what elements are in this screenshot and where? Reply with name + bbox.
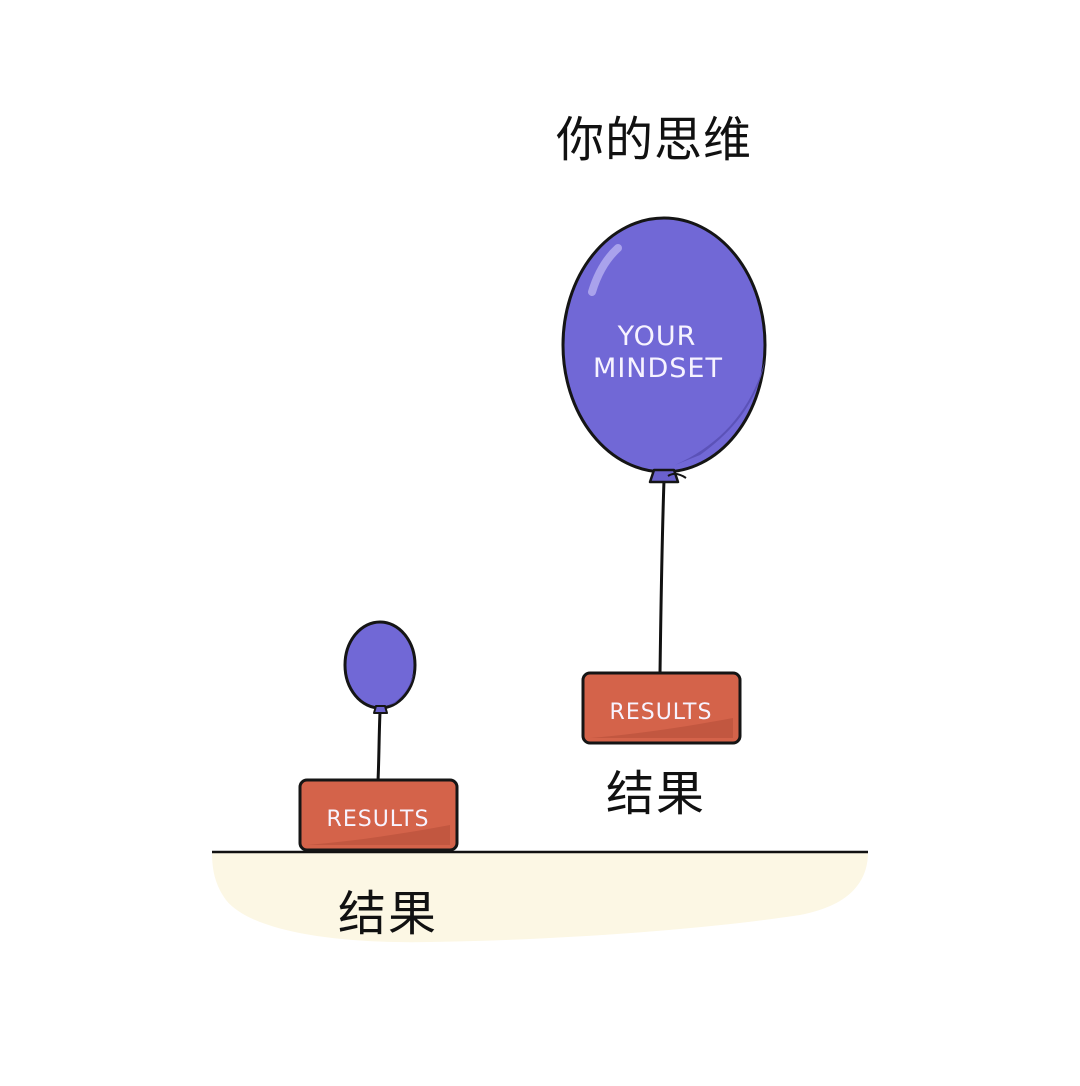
big-balloon-string bbox=[658, 479, 666, 675]
small-balloon-string bbox=[376, 711, 382, 782]
results-caption-left: 结果 bbox=[338, 886, 439, 942]
big-balloon-text-line2: MINDSET bbox=[593, 353, 723, 384]
small-balloon bbox=[343, 620, 417, 714]
results-box-right-label: RESULTS bbox=[610, 700, 713, 725]
mindset-caption: 你的思维 bbox=[556, 112, 753, 168]
results-box-right: RESULTS bbox=[581, 671, 742, 745]
results-box-left-label: RESULTS bbox=[327, 807, 430, 832]
results-caption-right: 结果 bbox=[606, 766, 707, 822]
big-balloon-text-line1: YOUR bbox=[617, 321, 697, 352]
big-balloon: YOUR MINDSET bbox=[561, 216, 767, 484]
results-box-left: RESULTS bbox=[298, 778, 459, 852]
ground-area bbox=[212, 852, 868, 943]
